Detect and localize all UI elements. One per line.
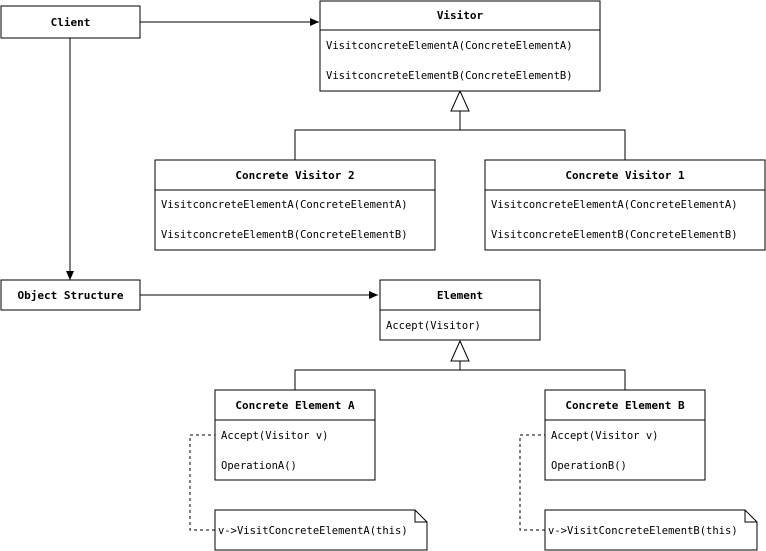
inheritance-element [294, 339, 626, 390]
note-connector-a [189, 434, 217, 531]
method: VisitconcreteElementA(ConcreteElementA) [491, 199, 738, 211]
method: Accept(Visitor v) [551, 430, 658, 442]
class-name: Element [437, 289, 483, 302]
method: VisitconcreteElementA(ConcreteElementA) [161, 199, 408, 211]
inheritance-triangle-icon [450, 339, 470, 362]
class-name: Concrete Visitor 2 [235, 169, 354, 182]
class-name: Visitor [437, 9, 484, 22]
class-name: Concrete Element A [235, 399, 355, 412]
class-concrete-element-b[interactable]: Concrete Element B Accept(Visitor v) Ope… [544, 389, 706, 481]
note-connector-b [519, 434, 547, 531]
class-client[interactable]: Client [0, 5, 141, 39]
method: Accept(Visitor) [386, 320, 481, 332]
method: VisitconcreteElementA(ConcreteElementA) [326, 40, 573, 52]
class-element[interactable]: Element Accept(Visitor) [379, 279, 541, 341]
note-text: v->VisitConcreteElementB(this) [548, 525, 738, 537]
class-concrete-element-a[interactable]: Concrete Element A Accept(Visitor v) Ope… [214, 389, 376, 481]
note-b[interactable]: v->VisitConcreteElementB(this) [544, 509, 758, 551]
note-text: v->VisitConcreteElementA(this) [218, 525, 408, 537]
class-name: Client [51, 16, 91, 29]
inheritance-triangle-icon [450, 89, 470, 112]
class-concrete-visitor-2[interactable]: Concrete Visitor 2 VisitconcreteElementA… [154, 159, 436, 251]
method: OperationA() [221, 460, 297, 472]
inheritance-visitor [294, 89, 626, 160]
method: VisitconcreteElementB(ConcreteElementB) [161, 229, 408, 241]
class-object-structure[interactable]: Object Structure [0, 279, 141, 311]
note-a[interactable]: v->VisitConcreteElementA(this) [214, 509, 428, 551]
method: VisitconcreteElementB(ConcreteElementB) [491, 229, 738, 241]
class-name: Concrete Visitor 1 [565, 169, 685, 182]
method: VisitconcreteElementB(ConcreteElementB) [326, 70, 573, 82]
method: OperationB() [551, 460, 627, 472]
class-name: Concrete Element B [565, 399, 685, 412]
method: Accept(Visitor v) [221, 430, 328, 442]
class-name: Object Structure [18, 289, 124, 302]
class-concrete-visitor-1[interactable]: Concrete Visitor 1 VisitconcreteElementA… [484, 159, 766, 251]
class-visitor[interactable]: Visitor VisitconcreteElementA(ConcreteEl… [319, 0, 601, 92]
